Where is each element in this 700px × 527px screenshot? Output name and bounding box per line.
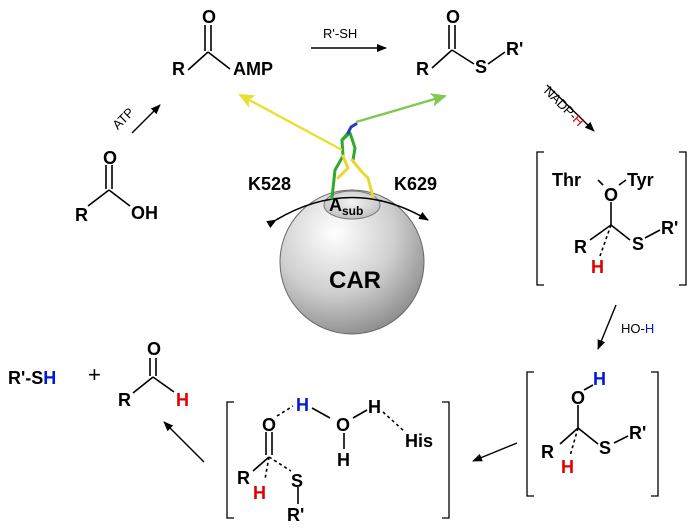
bracket-water-left <box>226 401 234 519</box>
bracket-water-right <box>442 401 450 519</box>
tetra-hydride-label: H <box>591 257 604 277</box>
arrow-atp <box>131 104 161 134</box>
bracket-tetrahedral-right <box>679 151 687 286</box>
amp-r-label: R <box>172 59 185 79</box>
thiol-product-label: R'-SH <box>8 369 56 387</box>
acyl-amp-structure <box>187 25 231 71</box>
k528-label: K528 <box>248 174 292 194</box>
arrow-nadph <box>546 84 595 132</box>
bridge-r-label: R <box>237 468 250 488</box>
bridge-proton-label: H <box>296 395 309 415</box>
thioester-s-label: S <box>475 57 488 77</box>
thioester-rprime-label: R' <box>506 39 524 59</box>
tetra-o-label: O <box>604 185 619 205</box>
hemi-rprime-label: R' <box>629 423 647 443</box>
hemi-s-label: S <box>599 438 612 458</box>
tyr-label: Tyr <box>627 170 654 190</box>
acid-o-label: O <box>103 148 118 168</box>
acid-r-label: R <box>75 205 88 225</box>
bracket-tetrahedral-left <box>536 151 544 286</box>
asub-a: A <box>329 195 342 215</box>
bridge-s-label: S <box>291 471 304 491</box>
bridge-hydride-label: H <box>253 483 266 503</box>
his-label: His <box>405 431 434 451</box>
arrow-to-aldehyde <box>163 421 205 463</box>
k629-label: K629 <box>394 174 438 194</box>
hemi-o-label: O <box>571 388 586 408</box>
aldehyde-h-label: H <box>176 390 189 410</box>
thiol-reagent-label: R'-SH <box>323 26 358 41</box>
water-o-label: O <box>336 415 351 435</box>
thioester-structure <box>431 25 506 69</box>
tetrahedral-intermediate-bonds <box>589 179 661 257</box>
water-ho-text: HO- <box>621 321 645 336</box>
aldehyde-o-label: O <box>147 339 162 359</box>
asub-subscript: sub <box>342 204 364 218</box>
arrow-water <box>597 304 617 350</box>
car-label: CAR <box>329 267 381 294</box>
swing-arm-arrow <box>266 196 429 229</box>
tetra-r-label: R <box>574 237 587 257</box>
hemi-r-label: R <box>541 442 554 462</box>
water-h-text: H <box>644 321 655 336</box>
thiol-product-h: H <box>43 368 57 388</box>
hemithioacetal-bonds <box>559 384 629 457</box>
arrow-to-hemithioacetal <box>472 442 518 462</box>
water-h-bottom-label: H <box>337 450 350 470</box>
tetra-s-label: S <box>632 234 645 254</box>
bracket-hemithiolate-right <box>651 371 659 497</box>
yellow-arrow-to-amp <box>238 93 343 152</box>
amp-o-label: O <box>202 7 217 27</box>
thiol-product-text: R'-S <box>8 368 44 388</box>
plus-sign: + <box>88 362 101 387</box>
reaction-arrows <box>131 44 617 463</box>
tetra-rprime-label: R' <box>661 218 679 238</box>
pantetheine-arm <box>330 122 375 200</box>
amp-label: AMP <box>233 59 273 79</box>
bridge-rprime-label: R' <box>287 505 305 525</box>
bracket-hemithiolate-left <box>526 371 534 497</box>
thioester-o-label: O <box>446 7 461 27</box>
acid-oh-label: OH <box>131 203 158 223</box>
water-h-top-label: H <box>368 397 381 417</box>
bridge-o-label: O <box>262 415 277 435</box>
thr-label: Thr <box>552 170 581 190</box>
carboxylic-acid-structure <box>87 165 131 207</box>
hemi-proton-label: H <box>593 369 606 389</box>
car-enzyme <box>266 189 429 335</box>
hemi-hydride-label: H <box>561 457 574 477</box>
asub-label: Asub <box>329 196 363 217</box>
water-label: HO-H <box>621 322 654 335</box>
water-bridge-bonds <box>252 405 405 504</box>
aldehyde-r-label: R <box>118 390 131 410</box>
green-arrow-to-thioester <box>355 93 447 124</box>
thioester-r-label: R <box>416 59 429 79</box>
brackets <box>226 151 687 519</box>
